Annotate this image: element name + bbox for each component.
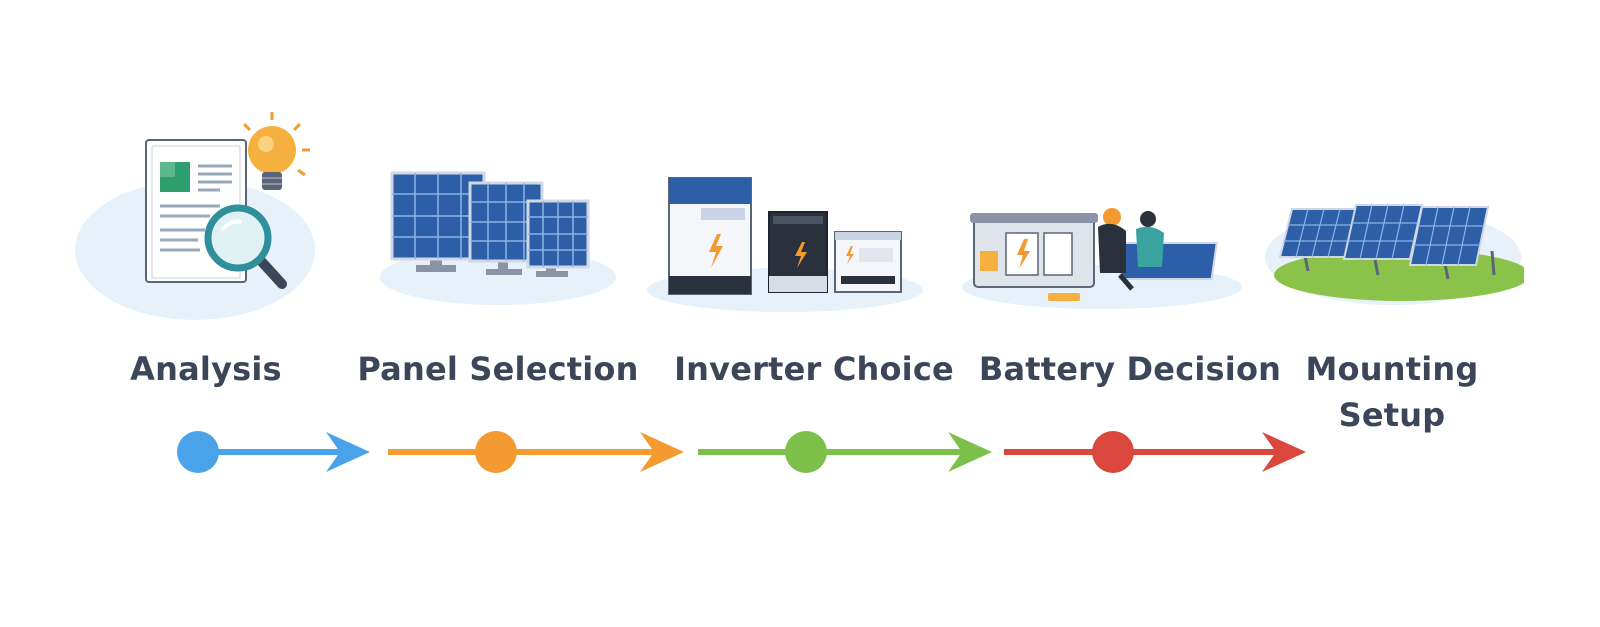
flow-arrow-2: [388, 431, 684, 473]
ground-mounted-panels-icon: [1278, 204, 1496, 280]
flow-arrow-1: [177, 431, 370, 473]
solar-panels-icon: [390, 171, 590, 277]
installer-workers-icon: [1098, 208, 1218, 291]
analysis-illustration: [70, 110, 320, 320]
battery-decision-illustration: [960, 205, 1245, 310]
inverter-choice-illustration: [645, 172, 925, 312]
lightbulb-icon: [242, 112, 310, 190]
flow-arrow-3: [698, 431, 992, 473]
inverter-icon: [668, 177, 752, 295]
battery-unit-icon: [768, 211, 828, 293]
magnifier-icon: [204, 204, 287, 289]
flow-arrow-4: [1004, 431, 1306, 473]
step-label-analysis: Analysis: [130, 350, 282, 388]
battery-cabinet-icon: [970, 213, 1098, 301]
panel-selection-illustration: [378, 165, 618, 305]
flow-node-1: [177, 431, 219, 473]
charge-controller-icon: [834, 231, 902, 293]
step-label-battery-decision: Battery Decision: [978, 350, 1282, 388]
mounting-setup-illustration: [1262, 175, 1524, 305]
flow-node-2: [475, 431, 517, 473]
flow-node-4: [1092, 431, 1134, 473]
flow-node-3: [785, 431, 827, 473]
step-label-mounting-setup: Mounting Setup: [1305, 350, 1479, 434]
step-label-inverter-choice: Inverter Choice: [674, 350, 954, 388]
step-label-panel-selection: Panel Selection: [357, 350, 639, 388]
